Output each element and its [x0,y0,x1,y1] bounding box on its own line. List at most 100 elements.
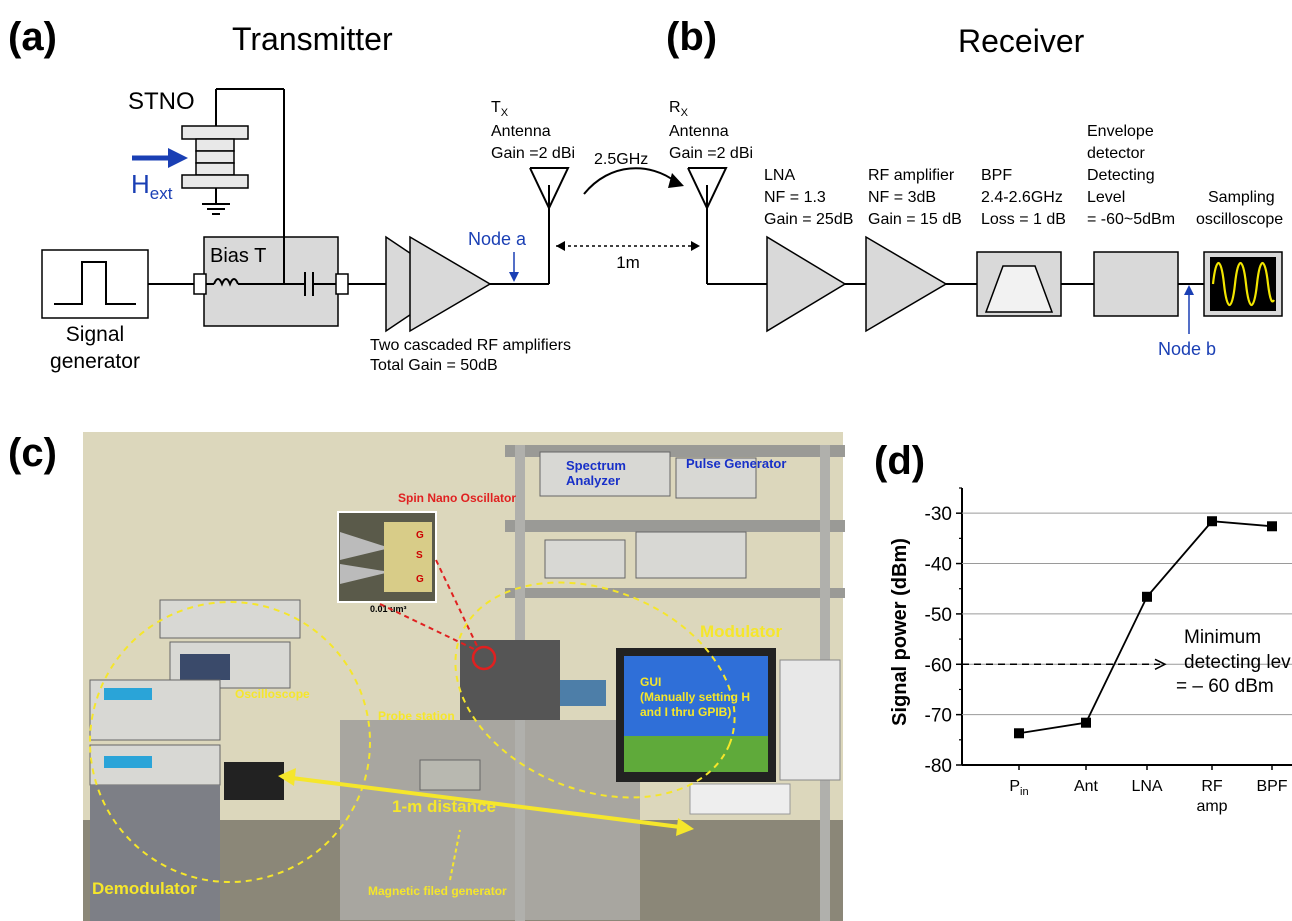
spectrum-label-2: Analyzer [566,473,620,488]
keyboard [689,783,791,815]
pulse-generator-label: Pulse Generator [686,456,786,471]
y-tick-label: -60 [925,655,952,676]
rf-amplifier-2 [409,235,492,333]
chart-series [1014,516,1277,739]
demodulator-label: Demodulator [92,879,197,898]
frequency-label: 2.5GHz [594,151,648,168]
bandpass-icon [984,265,1054,313]
x-tick-label: LNA [1131,778,1162,795]
spectrum-analyzer [539,451,671,497]
y-tick-label: -40 [925,555,952,576]
node-a-label: Node a [468,229,527,249]
stno-device [181,125,249,189]
probe-g1: G [416,530,424,541]
sine-wave-icon [1211,261,1275,307]
x-tick-label: BPF [1256,778,1287,795]
y-axis-label: Signal power (dBm) [889,538,911,726]
panel-c: (c) [8,431,845,921]
bpf-label-1: BPF [981,167,1012,184]
pulse-icon [54,261,136,305]
rf-amp-label-3: Gain = 15 dB [868,211,962,228]
spectrum-label-1: Spectrum [566,458,626,473]
panel-label-a: (a) [8,15,57,59]
wireless-link-arrow [583,167,677,195]
distance-label: 1m [616,253,640,272]
bias-t-label: Bias T [210,245,266,267]
oscilloscope-label: Oscilloscope [235,687,310,701]
lna-label-3: Gain = 25dB [764,211,853,228]
data-point-marker [1081,717,1091,728]
data-point-marker [1207,516,1217,527]
demodulator-ellipse [89,601,371,883]
signal-generator-label-2: generator [50,350,140,373]
x-tick-label: RF [1201,778,1223,795]
panel-a: (a) Transmitter Signal generator Bias T … [8,15,700,374]
probe-station-label: Probe station [378,709,455,723]
rf-amp-label-2: NF = 3dB [868,189,936,206]
probe-g2: G [416,574,424,585]
annotation-line: detecting lev [1184,652,1291,673]
lna-label-1: LNA [764,167,795,184]
tx-antenna-icon [529,167,570,211]
gui-label-2: (Manually setting H [640,690,750,704]
probe-station [460,640,560,720]
signal-generator-box [41,249,149,319]
rx-antenna-label-1: RX [669,99,689,119]
inductor-icon [213,278,239,287]
stno-label: STNO [128,88,195,115]
ground-icon [202,203,230,215]
spin-nano-label: Spin Nano Oscillator [398,491,516,505]
amplifiers-label-2: Total Gain = 50dB [370,357,498,374]
scope-label-2: oscilloscope [1196,211,1283,228]
panel-label-d: (d) [874,439,925,483]
data-point-marker [1142,591,1152,602]
tx-antenna-label-2: Antenna [491,123,551,140]
modulator-label: Modulator [700,622,783,641]
signal-generator-label-1: Signal [66,323,124,346]
probe-station-cabinet [340,720,640,920]
data-point-marker [1267,521,1277,532]
x-axis-ticks: Pin Ant LNA RF amp BPF [1009,765,1288,815]
gui-label-1: GUI [640,675,661,689]
rx-antenna-label-3: Gain =2 dBi [669,145,753,162]
y-tick-label: -50 [925,605,952,626]
envelope-detector-box [1093,251,1179,317]
x-tick-label: Pin [1009,778,1028,798]
lna-label-2: NF = 1.3 [764,189,826,206]
node-b-label: Node b [1158,339,1216,359]
data-point-marker [1014,728,1024,739]
envelope-label-4: Level [1087,189,1125,206]
panel-b: (b) Receiver RX Antenna Gain =2 dBi LNA … [666,15,1283,359]
y-tick-label: -70 [925,706,952,727]
panel-label-b: (b) [666,15,717,59]
magnetic-field-generator [419,759,481,791]
stno-highlight-circle [471,645,497,671]
pulse-generator [675,457,757,499]
lna-amplifier [766,235,847,333]
amplifiers-label-1: Two cascaded RF amplifiers [370,337,571,354]
panel-label-c: (c) [8,431,57,475]
bias-t-port-right [335,273,349,295]
photo-distance-label: 1-m distance [392,797,496,816]
x-tick-label: amp [1196,798,1227,815]
gui-label-3: and I thru GPIB) [640,705,731,719]
hext-label: Hext [131,169,173,203]
panel-d-chart: (d) Signal power (dBm) -80-70-60-50-40-3… [874,439,1292,815]
scope-label-1: Sampling [1208,189,1275,206]
rf-amplifier-rx [865,235,948,333]
bpf-label-3: Loss = 1 dB [981,211,1066,228]
bias-t-port-left [193,273,207,295]
tx-antenna-label-1: TX [491,99,509,119]
y-tick-label: -80 [925,756,952,777]
photo-distance-arrow [291,776,681,829]
transmitter-heading: Transmitter [232,21,393,57]
rf-amp-label-1: RF amplifier [868,167,955,184]
chart-gridlines [961,488,1292,766]
x-tick-label: Ant [1074,778,1099,795]
magnetic-field-label: Magnetic filed generator [368,884,507,898]
modulator-ellipse [454,581,736,799]
probe-s: S [416,550,423,561]
annotation-line: Minimum [1184,627,1261,648]
